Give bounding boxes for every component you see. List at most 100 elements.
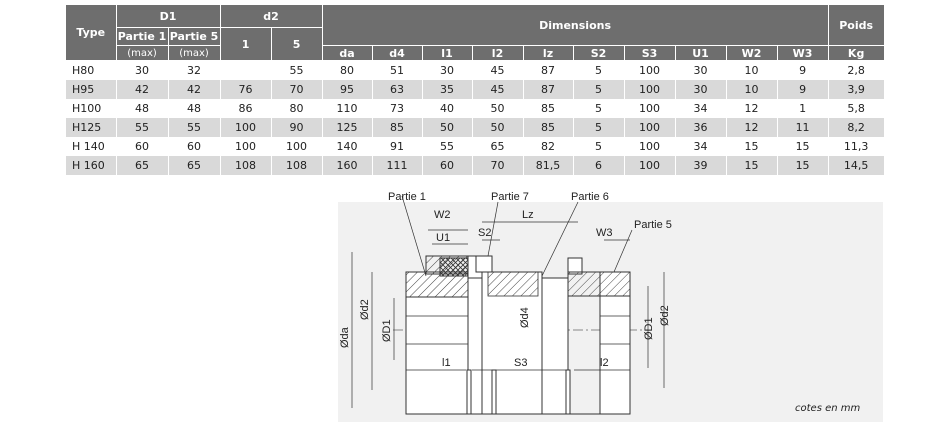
hub-partie-1 [405, 271, 469, 415]
table-cell: 100 [624, 156, 676, 175]
table-cell: 100 [271, 137, 323, 156]
table-cell: 63 [372, 80, 423, 99]
table-cell: 100 [624, 137, 676, 156]
table-cell: 55 [422, 137, 473, 156]
label-lz: Lz [522, 209, 534, 221]
table-cell: 111 [372, 156, 423, 175]
cell-type: H 160 [66, 156, 117, 175]
table-cell: 160 [322, 156, 373, 175]
label-d2-left: Ød2 [359, 299, 371, 320]
table-cell: 85 [372, 118, 423, 137]
table-cell: 50 [472, 99, 524, 118]
table-cell: 15 [726, 156, 778, 175]
table-cell: 5 [573, 118, 625, 137]
table-cell: 45 [472, 80, 524, 99]
header-dim-u1: U1 [675, 45, 727, 61]
table-cell: 100 [220, 137, 272, 156]
cell-type: H100 [66, 99, 117, 118]
table-cell: 10 [726, 60, 778, 80]
header-d1: D1 [116, 5, 221, 28]
table-cell: 15 [726, 137, 778, 156]
table-cell: 5 [573, 60, 625, 80]
table-cell: 55 [271, 60, 323, 80]
table-cell: 15 [777, 156, 829, 175]
table-cell: 5 [573, 137, 625, 156]
table-cell: 70 [271, 80, 323, 99]
table-cell: 50 [472, 118, 524, 137]
table-cell: 35 [422, 80, 473, 99]
table-cell: 85 [523, 99, 574, 118]
header-d1-partie1: Partie 1 [116, 27, 169, 46]
table-cell: 108 [271, 156, 323, 175]
header-d1-partie5: Partie 5 [168, 27, 221, 46]
table-cell: 80 [322, 60, 373, 80]
table-cell: 30 [422, 60, 473, 80]
label-w2: W2 [434, 209, 451, 221]
header-dim-s3: S3 [624, 45, 676, 61]
coupling-drawing: Partie 1 Partie 7 Partie 6 Partie 5 W2 L… [338, 191, 883, 422]
table-cell: 11 [777, 118, 829, 137]
header-dim-l1: l1 [422, 45, 473, 61]
table-cell: 5,8 [828, 99, 885, 118]
spacer-partie-7 [475, 255, 569, 415]
table-cell: 40 [422, 99, 473, 118]
header-poids-unit: Kg [828, 45, 885, 61]
table-cell: 48 [116, 99, 169, 118]
header-poids: Poids [828, 5, 885, 46]
label-partie-1: Partie 1 [388, 191, 426, 203]
table-cell: 5 [573, 80, 625, 99]
table-cell: 100 [624, 99, 676, 118]
label-u1: U1 [436, 232, 450, 244]
header-dimensions: Dimensions [322, 5, 829, 46]
header-d1-max-1: (max) [116, 45, 169, 61]
table-cell: 51 [372, 60, 423, 80]
table-cell: 100 [624, 118, 676, 137]
cell-type: H125 [66, 118, 117, 137]
table-cell: 60 [422, 156, 473, 175]
label-d1-left: ØD1 [381, 319, 393, 342]
units-footnote: cotes en mm [795, 403, 861, 414]
table-cell: 108 [220, 156, 272, 175]
header-d2: d2 [220, 5, 323, 28]
header-dim-w3: W3 [777, 45, 829, 61]
table-cell: 8,2 [828, 118, 885, 137]
header-dim-d4: d4 [372, 45, 423, 61]
table-cell: 9 [777, 60, 829, 80]
table-cell: 87 [523, 60, 574, 80]
label-s2: S2 [478, 227, 491, 239]
table-cell: 12 [726, 99, 778, 118]
header-dim-s2: S2 [573, 45, 625, 61]
bolts [466, 369, 571, 415]
table-cell: 100 [220, 118, 272, 137]
table-cell: 91 [372, 137, 423, 156]
label-partie-5: Partie 5 [634, 219, 672, 231]
table-cell: 42 [116, 80, 169, 99]
table-cell: 95 [322, 80, 373, 99]
table-cell: 14,5 [828, 156, 885, 175]
table-cell: 85 [523, 118, 574, 137]
header-dim-lz: lz [523, 45, 574, 61]
table-cell: 15 [777, 137, 829, 156]
table-cell: 3,9 [828, 80, 885, 99]
table-cell [220, 60, 272, 80]
table-cell: 11,3 [828, 137, 885, 156]
table-cell: 45 [472, 60, 524, 80]
table-cell: 110 [322, 99, 373, 118]
dimension-lines [351, 195, 665, 408]
table-cell: 55 [168, 118, 221, 137]
table-cell: 2,8 [828, 60, 885, 80]
table-cell: 10 [726, 80, 778, 99]
cell-type: H80 [66, 60, 117, 80]
header-dim-w2: W2 [726, 45, 778, 61]
label-d2-right: Ød2 [659, 305, 671, 326]
label-l2: l2 [600, 357, 609, 369]
label-l1: l1 [442, 357, 451, 369]
table-cell: 125 [322, 118, 373, 137]
table-cell: 9 [777, 80, 829, 99]
label-partie-7: Partie 7 [491, 191, 529, 203]
